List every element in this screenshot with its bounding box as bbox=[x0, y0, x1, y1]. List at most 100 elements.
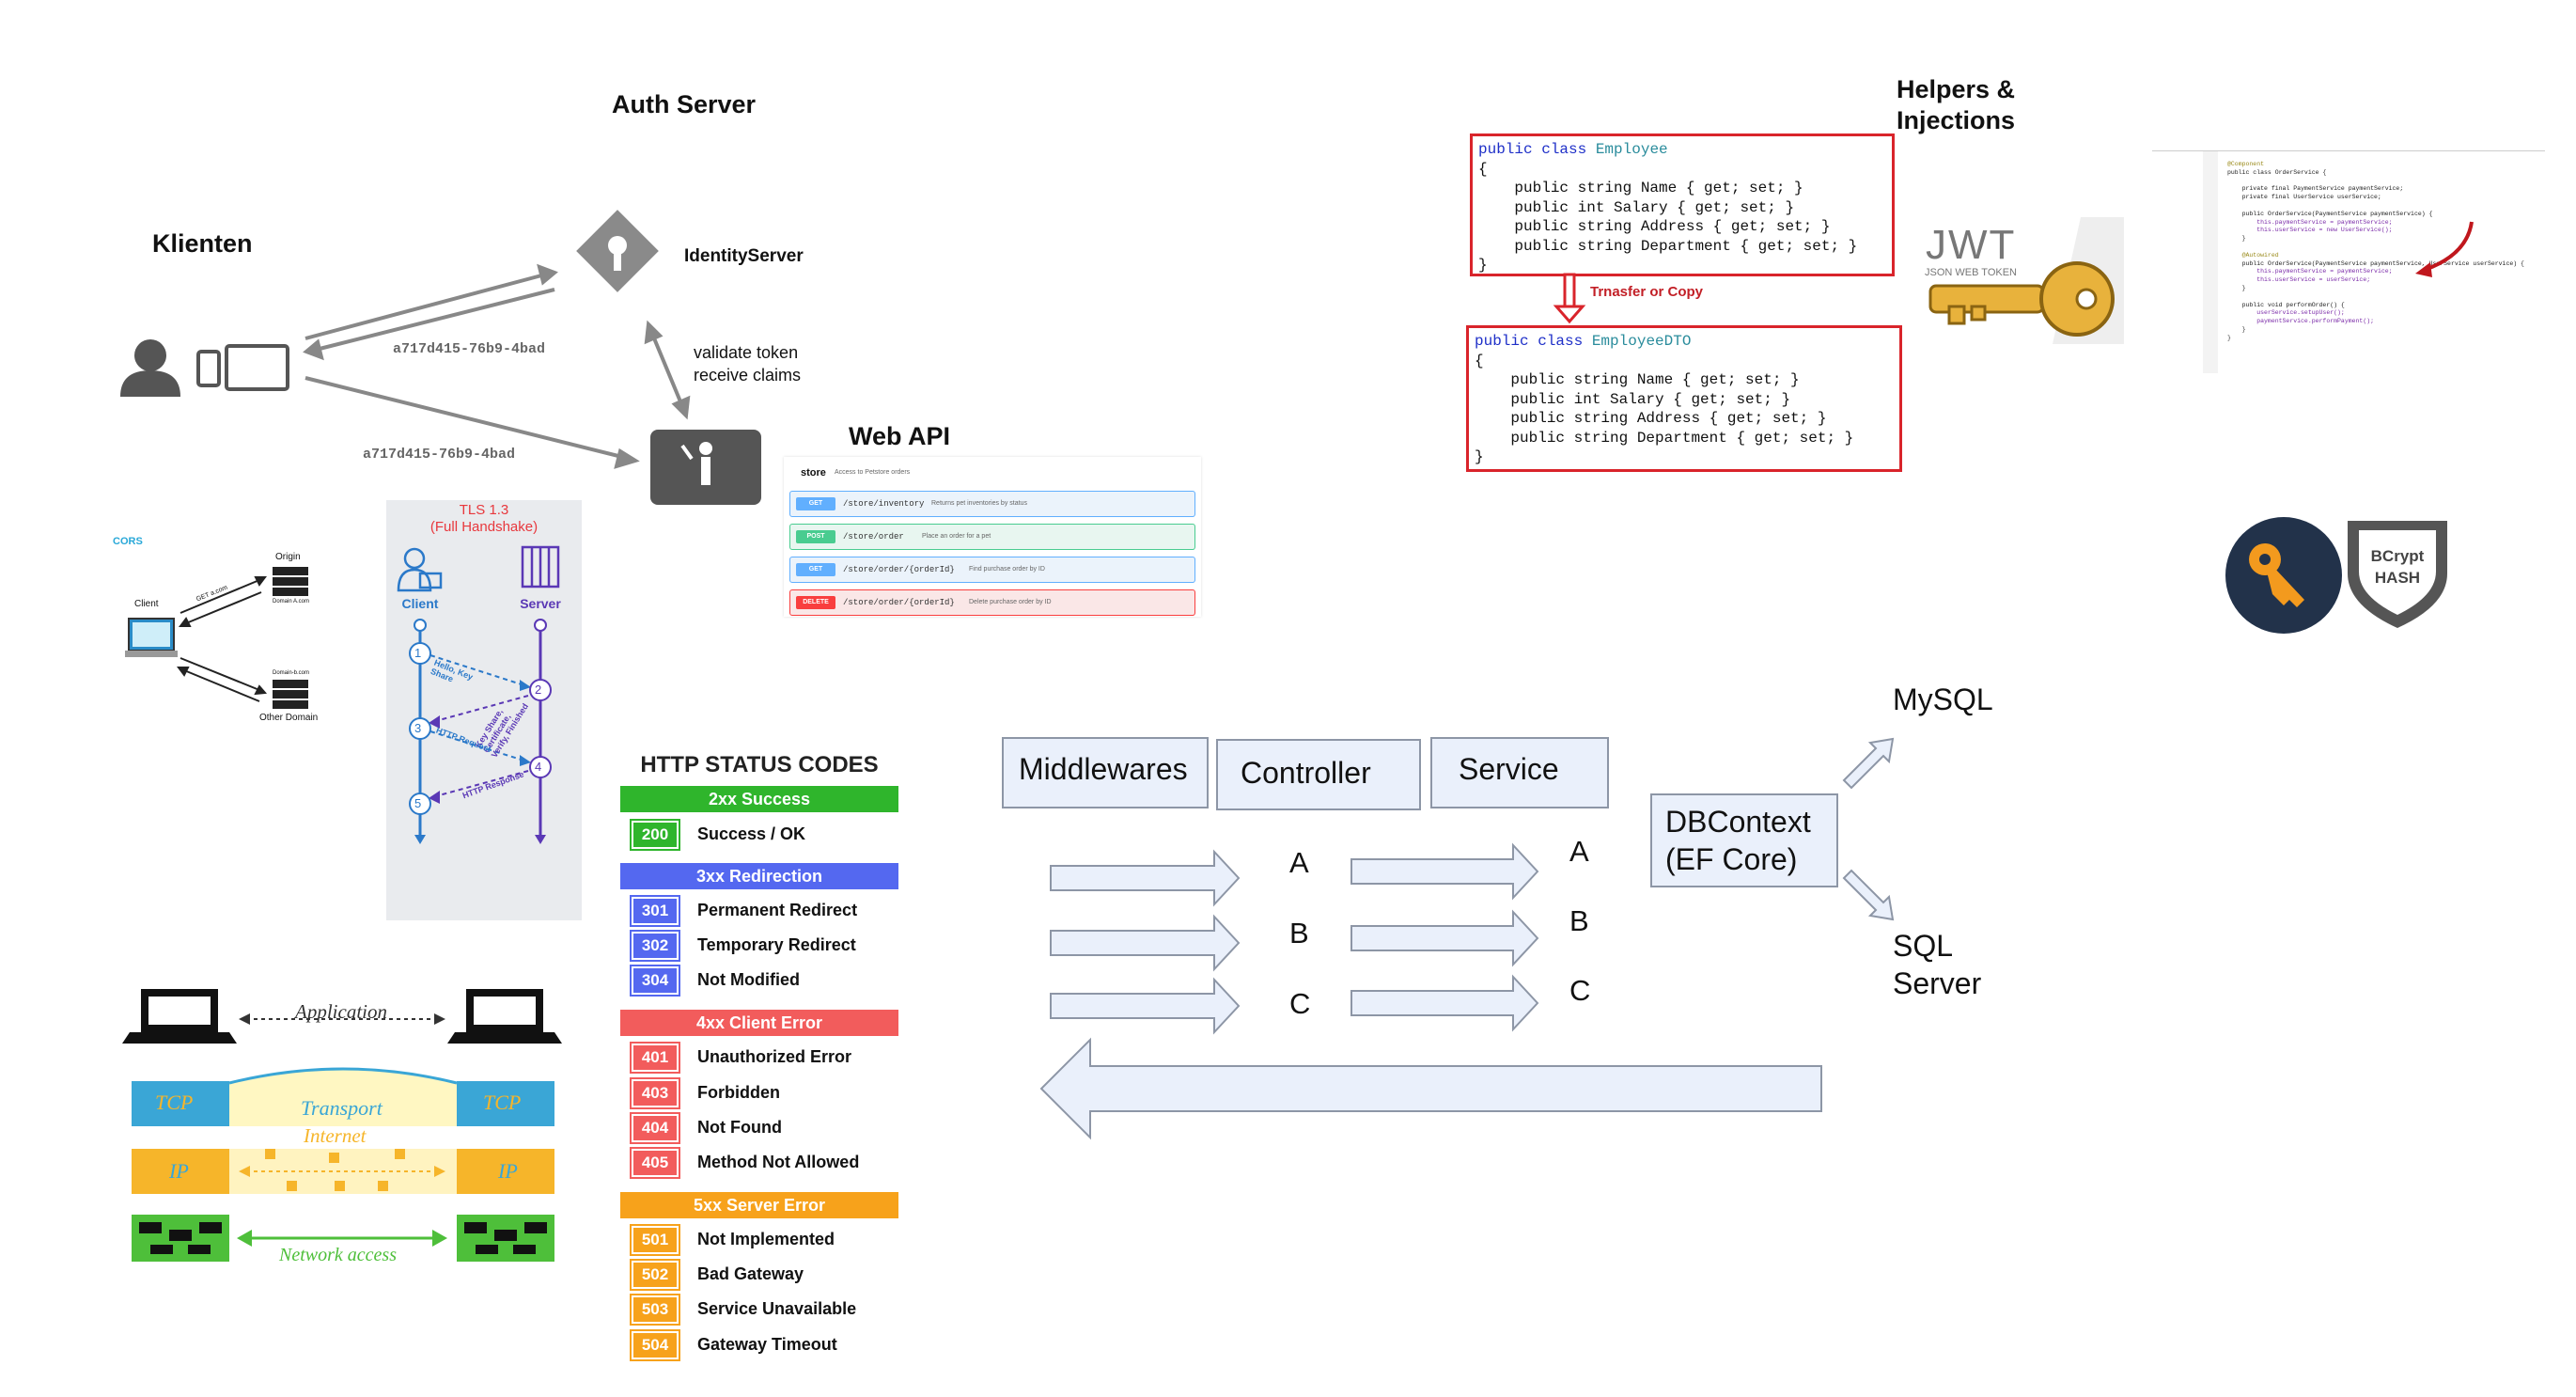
tcp-right-label: TCP bbox=[483, 1091, 522, 1114]
status-row: 304 Not Modified bbox=[630, 965, 904, 997]
method-badge: POST bbox=[796, 530, 835, 543]
tls-client-icon bbox=[397, 547, 443, 592]
tls-step-2: 2 bbox=[535, 683, 542, 697]
endpoint-path: /store/order/{orderId} bbox=[843, 598, 955, 607]
status-code: 401 bbox=[630, 1042, 680, 1074]
class-name: EmployeeDTO bbox=[1591, 333, 1692, 350]
endpoint-path: /store/inventory bbox=[843, 499, 925, 509]
laptop-left-icon bbox=[122, 989, 237, 1044]
method-badge: GET bbox=[796, 563, 835, 576]
identityserver-label: IdentityServer bbox=[684, 246, 804, 266]
laptop-right-icon bbox=[447, 989, 562, 1044]
swagger-row[interactable]: GET /store/order/{orderId} Find purchase… bbox=[789, 557, 1195, 583]
right-arrow bbox=[1050, 977, 1241, 1035]
code-line: public string Name { get; set; } bbox=[1514, 180, 1803, 196]
transfer-label: Trnasfer or Copy bbox=[1590, 284, 1704, 300]
controller-label: Controller bbox=[1241, 756, 1371, 790]
cors-title: CORS bbox=[113, 536, 143, 547]
tls-client-label: Client bbox=[401, 596, 439, 611]
ef-core-label: (EF Core) bbox=[1665, 842, 1798, 876]
dbcontext-label: DBContext bbox=[1665, 805, 1811, 839]
helpers-title-1: Helpers & bbox=[1897, 75, 2016, 103]
status-code: 501 bbox=[630, 1224, 680, 1256]
letter-a-right: A bbox=[1569, 835, 1589, 868]
sqlserver-arrow bbox=[1842, 869, 1895, 921]
status-text: Method Not Allowed bbox=[697, 1153, 860, 1171]
network-access-label: Network access bbox=[279, 1245, 397, 1265]
swagger-tag: store bbox=[801, 467, 826, 479]
token-label-1: a717d415-76b9-4bad bbox=[393, 341, 546, 357]
transport-layer-label: Transport bbox=[301, 1096, 382, 1120]
status-group-header: 2xx Success bbox=[620, 786, 898, 812]
status-row: 503 Service Unavailable bbox=[630, 1294, 904, 1326]
status-row: 200 Success / OK bbox=[630, 819, 904, 851]
bcrypt-label: BCrypt bbox=[2370, 547, 2425, 565]
domain-b-label: Domain-b.com bbox=[273, 670, 310, 676]
letter-c-left: C bbox=[1289, 987, 1311, 1020]
code-keyword: public class bbox=[1475, 333, 1584, 350]
client-computer-icon bbox=[125, 618, 178, 657]
hash-label: HASH bbox=[2374, 569, 2421, 587]
code-keyword: public class bbox=[1478, 141, 1587, 158]
status-text: Temporary Redirect bbox=[697, 935, 856, 954]
status-text: Service Unavailable bbox=[697, 1299, 857, 1318]
sql-label: SQL bbox=[1893, 929, 1954, 963]
endpoint-desc: Returns pet inventories by status bbox=[931, 500, 1027, 507]
ip-left-label: IP bbox=[169, 1159, 189, 1183]
network-card-right-icon bbox=[457, 1215, 554, 1262]
middlewares-box: Middlewares bbox=[1002, 737, 1209, 808]
endpoint-path: /store/order/{orderId} bbox=[843, 565, 955, 574]
status-code: 304 bbox=[630, 965, 680, 997]
swagger-row[interactable]: GET /store/inventory Returns pet invento… bbox=[789, 491, 1195, 517]
status-text: Gateway Timeout bbox=[697, 1335, 837, 1354]
status-code: 503 bbox=[630, 1294, 680, 1326]
domain-a-label: Domain A.com bbox=[273, 599, 310, 604]
status-row: 405 Method Not Allowed bbox=[630, 1147, 904, 1179]
swagger-row[interactable]: DELETE /store/order/{orderId} Delete pur… bbox=[789, 589, 1195, 616]
identityserver-icon bbox=[576, 210, 659, 292]
status-row: 504 Gateway Timeout bbox=[630, 1329, 904, 1361]
status-text: Bad Gateway bbox=[697, 1264, 804, 1283]
origin-server-icon bbox=[273, 567, 308, 596]
code-line: public string Name { get; set; } bbox=[1510, 371, 1800, 388]
swagger-row[interactable]: POST /store/order Place an order for a p… bbox=[789, 524, 1195, 550]
status-code: 504 bbox=[630, 1329, 680, 1361]
status-group-header: 4xx Client Error bbox=[620, 1010, 898, 1036]
validate-token-label: validate token bbox=[694, 343, 799, 362]
controller-box: Controller bbox=[1216, 739, 1421, 810]
right-arrow bbox=[1050, 914, 1241, 972]
user-icon bbox=[120, 339, 180, 397]
tls-server-icon bbox=[521, 545, 560, 589]
jwt-key-icon bbox=[1928, 217, 2124, 344]
code-line: public int Salary { get; set; } bbox=[1510, 390, 1791, 408]
status-row: 502 Bad Gateway bbox=[630, 1259, 904, 1291]
jwt-sub-text: JSON WEB TOKEN bbox=[1925, 267, 2018, 278]
clients-title: Klienten bbox=[152, 229, 253, 258]
employee-dto-class-box: public class EmployeeDTO { public string… bbox=[1466, 325, 1902, 472]
status-code: 301 bbox=[630, 895, 680, 927]
status-text: Permanent Redirect bbox=[697, 901, 858, 919]
endpoint-desc: Find purchase order by ID bbox=[969, 566, 1045, 573]
code-line: public string Address { get; set; } bbox=[1510, 410, 1827, 427]
other-domain-server-icon bbox=[273, 680, 308, 709]
key-circle-icon bbox=[2225, 517, 2342, 634]
status-row: 501 Not Implemented bbox=[630, 1224, 904, 1256]
status-text: Unauthorized Error bbox=[697, 1047, 852, 1066]
dbcontext-box: DBContext (EF Core) bbox=[1650, 793, 1838, 887]
right-arrow bbox=[1350, 842, 1539, 901]
service-box: Service bbox=[1430, 737, 1609, 808]
right-arrow bbox=[1350, 909, 1539, 967]
status-code: 403 bbox=[630, 1077, 680, 1109]
tls-step-1: 1 bbox=[414, 646, 422, 660]
tls-step-5: 5 bbox=[414, 796, 422, 810]
status-code: 302 bbox=[630, 930, 680, 962]
right-arrow bbox=[1050, 849, 1241, 907]
status-code: 200 bbox=[630, 819, 680, 851]
letter-b-left: B bbox=[1289, 917, 1309, 950]
auth-server-title: Auth Server bbox=[612, 90, 757, 118]
status-group-header: 5xx Server Error bbox=[620, 1192, 898, 1218]
status-row: 403 Forbidden bbox=[630, 1077, 904, 1109]
status-code: 404 bbox=[630, 1112, 680, 1144]
